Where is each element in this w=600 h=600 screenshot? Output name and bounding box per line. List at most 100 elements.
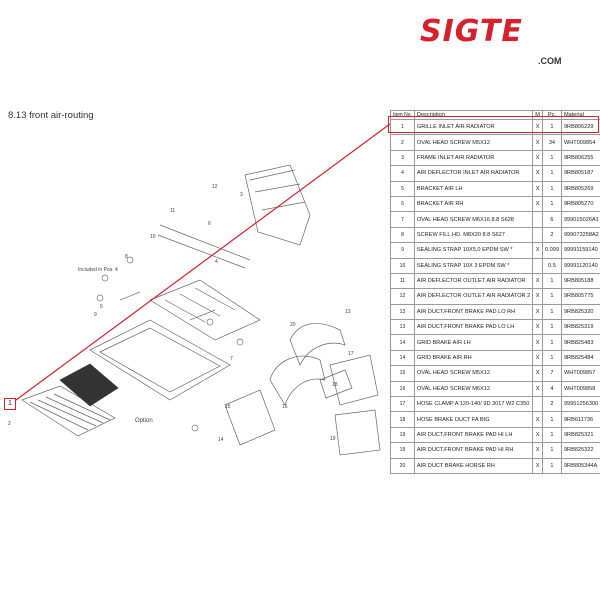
cell-no: 19 [390, 426, 415, 444]
cell-no: 6 [390, 195, 415, 213]
cell-description: OVAL HEAD SCREW M6X12 [413, 380, 534, 398]
cell-no: 11 [390, 272, 415, 290]
cell-no: 10 [390, 257, 415, 274]
cell-no: 8 [390, 226, 415, 244]
cell-m: X [532, 380, 543, 398]
cell-description: SEALING STRAP 10X 3 EPDM SW * [413, 257, 534, 274]
cell-pc: 1 [541, 303, 562, 321]
cell-no: 2 [390, 134, 415, 151]
cell-material: 9RB806255 [560, 149, 600, 167]
cell-description: OVAL HEAD SCREW M5X12 [413, 134, 534, 151]
cell-no: 13 [390, 319, 415, 336]
callout-1-highlight[interactable]: 1 [4, 398, 16, 410]
cell-m: X [532, 149, 543, 167]
cell-m: X [532, 349, 543, 367]
callout-15: 15 [225, 404, 231, 410]
logo-wordmark: SIGTE [420, 14, 523, 49]
cell-no: 5 [390, 180, 415, 197]
cell-description: BRACKET AIR LH [413, 180, 534, 197]
parts-table-header: Item No. Description M Pc. Material [390, 110, 600, 120]
cell-description: OVAL HEAD SCREW M6X16 8.8 S628 [413, 211, 534, 228]
callout-16: 16 [282, 404, 288, 410]
cell-material: 9RB805188 [560, 272, 600, 290]
cell-pc: 1 [541, 180, 562, 197]
cell-m: X [532, 288, 543, 305]
callout-3: 3 [240, 192, 243, 198]
cell-no: 14 [390, 349, 415, 367]
cell-pc: 1 [541, 288, 562, 305]
cell-pc: 1 [541, 272, 562, 290]
cell-material: 99991159140 [560, 242, 600, 259]
callout-7: 7 [230, 356, 233, 362]
cell-m [532, 257, 543, 274]
cell-pc: 1 [541, 334, 562, 351]
cell-description: AIR DEFLECTOR OUTLET AIR RADIATOR 2 [413, 288, 534, 305]
cell-m: X [532, 242, 543, 259]
cell-pc: 1 [541, 457, 562, 474]
callout-1: 1 [8, 400, 12, 407]
cell-description: AIR DEFLECTOR INLET AIR RADIATOR [413, 165, 534, 182]
cell-pc: 0.5 [541, 257, 562, 274]
cell-pc: 1 [541, 319, 562, 336]
cell-description: AIR DUCT,FRONT BRAKE PAD LO RH [413, 303, 534, 321]
cell-pc: 1 [541, 165, 562, 182]
callout-9: 9 [94, 312, 97, 318]
cell-no: 12 [390, 288, 415, 305]
cell-description: FRAME INLET AIR RADIATOR [413, 149, 534, 167]
cell-material: 9RB825322 [560, 442, 600, 459]
brand-logo[interactable]: SIGTE .COM [420, 14, 580, 66]
callout-11: 11 [170, 208, 175, 214]
callout-20: 20 [290, 322, 296, 328]
cell-m: X [532, 411, 543, 428]
grille-inlet-part [21, 363, 119, 437]
upper-deflector-part [157, 164, 311, 269]
diagram-callouts: 2 3 4 5 6 7 8 9 10 11 12 13 14 15 16 17 … [8, 184, 354, 443]
cell-m: X [532, 426, 543, 444]
cell-material: 9RB805187 [560, 165, 600, 182]
cell-description: AIR DEFLECTOR OUTLET AIR RADIATOR [413, 272, 534, 290]
cell-m: X [532, 442, 543, 459]
cell-material: 999073258A2 [560, 226, 600, 244]
cell-material: 9RB805775 [560, 288, 600, 305]
cell-description: GRID BRAKE AIR RH [413, 349, 534, 367]
label-option: Option [135, 418, 153, 424]
cell-material: WHT009854 [560, 134, 600, 151]
cell-no: 13 [390, 303, 415, 321]
cell-pc: 4 [541, 380, 562, 398]
callout-2: 2 [8, 421, 11, 427]
cell-pc: 1 [541, 195, 562, 213]
cell-no: 3 [390, 149, 415, 167]
cell-material: 99991120140 [560, 257, 600, 274]
cell-no: 14 [390, 334, 415, 351]
cell-pc: 1 [541, 149, 562, 167]
cell-no: 17 [390, 396, 415, 413]
cell-pc: 0.099 [541, 242, 562, 259]
cell-m [532, 211, 543, 228]
cell-m: X [532, 272, 543, 290]
cell-description: BRACKET AIR RH [413, 195, 534, 213]
cell-description: SEALING STRAP 10X5,0 EPDM SW * [413, 242, 534, 259]
label-included: Included in Pos. 4 [78, 267, 118, 273]
